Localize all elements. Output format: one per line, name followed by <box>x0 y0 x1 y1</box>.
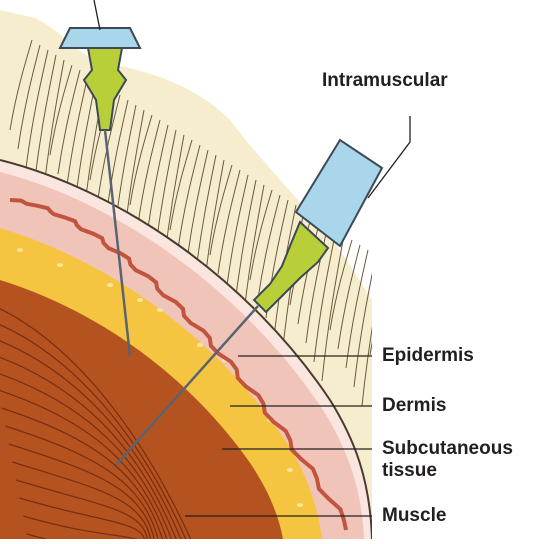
label-muscle: Muscle <box>382 505 446 527</box>
fat-globule <box>157 308 163 312</box>
fat-globule <box>297 503 303 507</box>
fat-globule <box>287 468 293 472</box>
fat-globule <box>197 343 203 347</box>
fat-globule <box>57 263 63 267</box>
hair-strand <box>370 265 392 355</box>
label-dermis: Dermis <box>382 395 446 417</box>
label-subcutaneous-tissue: tissue <box>382 460 437 482</box>
fat-globule <box>17 248 23 252</box>
label-intramuscular: Intramuscular <box>322 70 448 92</box>
label-epidermis: Epidermis <box>382 345 474 367</box>
fat-globule <box>107 283 113 287</box>
fat-globule <box>137 298 143 302</box>
label-subcutaneous: Subcutaneous <box>382 438 513 460</box>
